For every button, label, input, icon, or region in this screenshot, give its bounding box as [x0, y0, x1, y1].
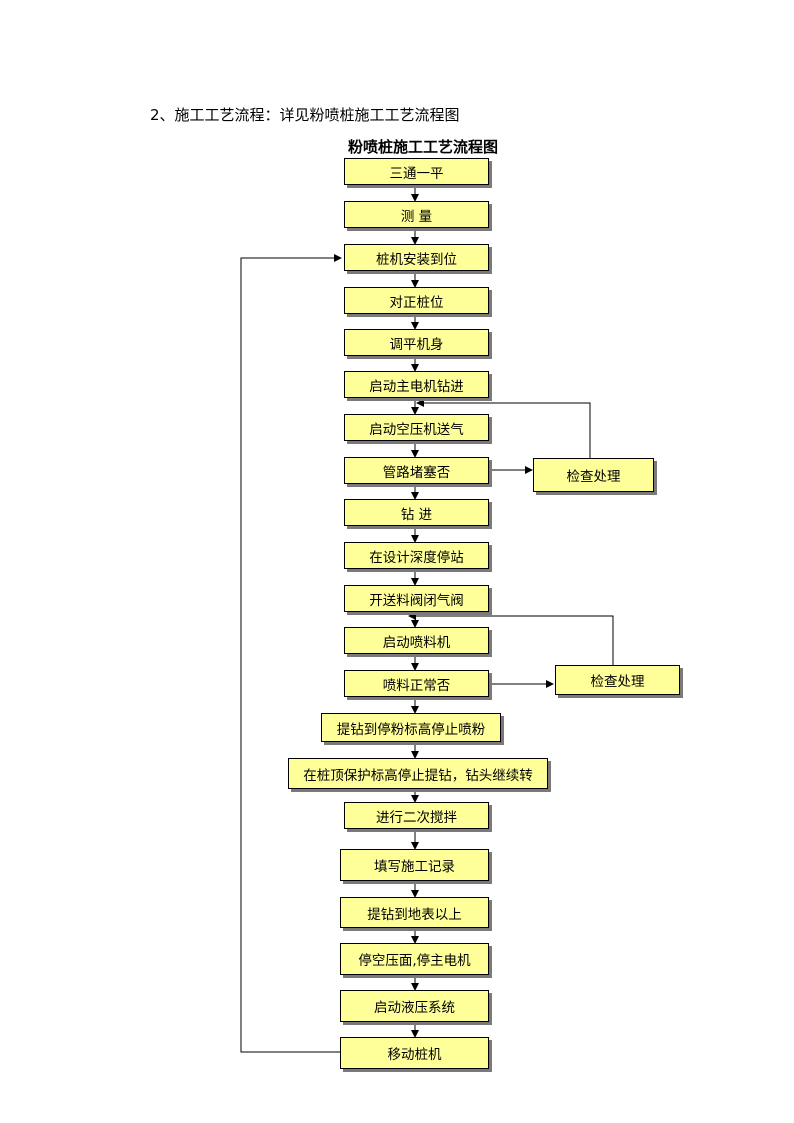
step-start-air-compressor: 启动空压机送气: [344, 414, 489, 441]
section-heading: 2、施工工艺流程：详见粉喷桩施工工艺流程图: [150, 106, 460, 124]
step-drill: 钻 进: [344, 499, 489, 526]
step-open-feed-valve: 开送料阀闭气阀: [344, 585, 489, 612]
step-stop-air-and-main-motor: 停空压面,停主电机: [340, 943, 489, 975]
step-site-preparation: 三通一平: [344, 158, 489, 185]
step-fill-construction-record: 填写施工记录: [340, 849, 489, 881]
step-survey: 测 量: [344, 201, 489, 228]
step-start-spray-machine: 启动喷料机: [344, 627, 489, 654]
flowchart-title: 粉喷桩施工工艺流程图: [348, 138, 499, 156]
step-start-main-motor-drill: 启动主电机钻进: [344, 371, 489, 398]
side-check-handle-1: 检查处理: [533, 458, 654, 492]
step-align-pile-position: 对正桩位: [344, 287, 489, 314]
step-lift-drill-stop-powder: 提钻到停粉标高停止喷粉: [321, 713, 501, 742]
step-second-mixing: 进行二次搅拌: [344, 802, 489, 829]
step-install-pile-machine: 桩机安装到位: [344, 244, 489, 271]
step-stop-lift-at-pile-top: 在桩顶保护标高停止提钻，钻头继续转: [288, 758, 548, 789]
step-move-pile-machine: 移动桩机: [340, 1037, 489, 1069]
step-lift-drill-above-ground: 提钻到地表以上: [340, 897, 489, 928]
step-stop-at-design-depth: 在设计深度停站: [344, 542, 489, 569]
side-check-handle-2: 检查处理: [555, 665, 680, 695]
step-level-machine: 调平机身: [344, 329, 489, 356]
step-start-hydraulic-system: 启动液压系统: [340, 990, 489, 1022]
decision-pipe-blocked: 管路堵塞否: [344, 457, 489, 484]
decision-spray-normal: 喷料正常否: [344, 670, 489, 697]
